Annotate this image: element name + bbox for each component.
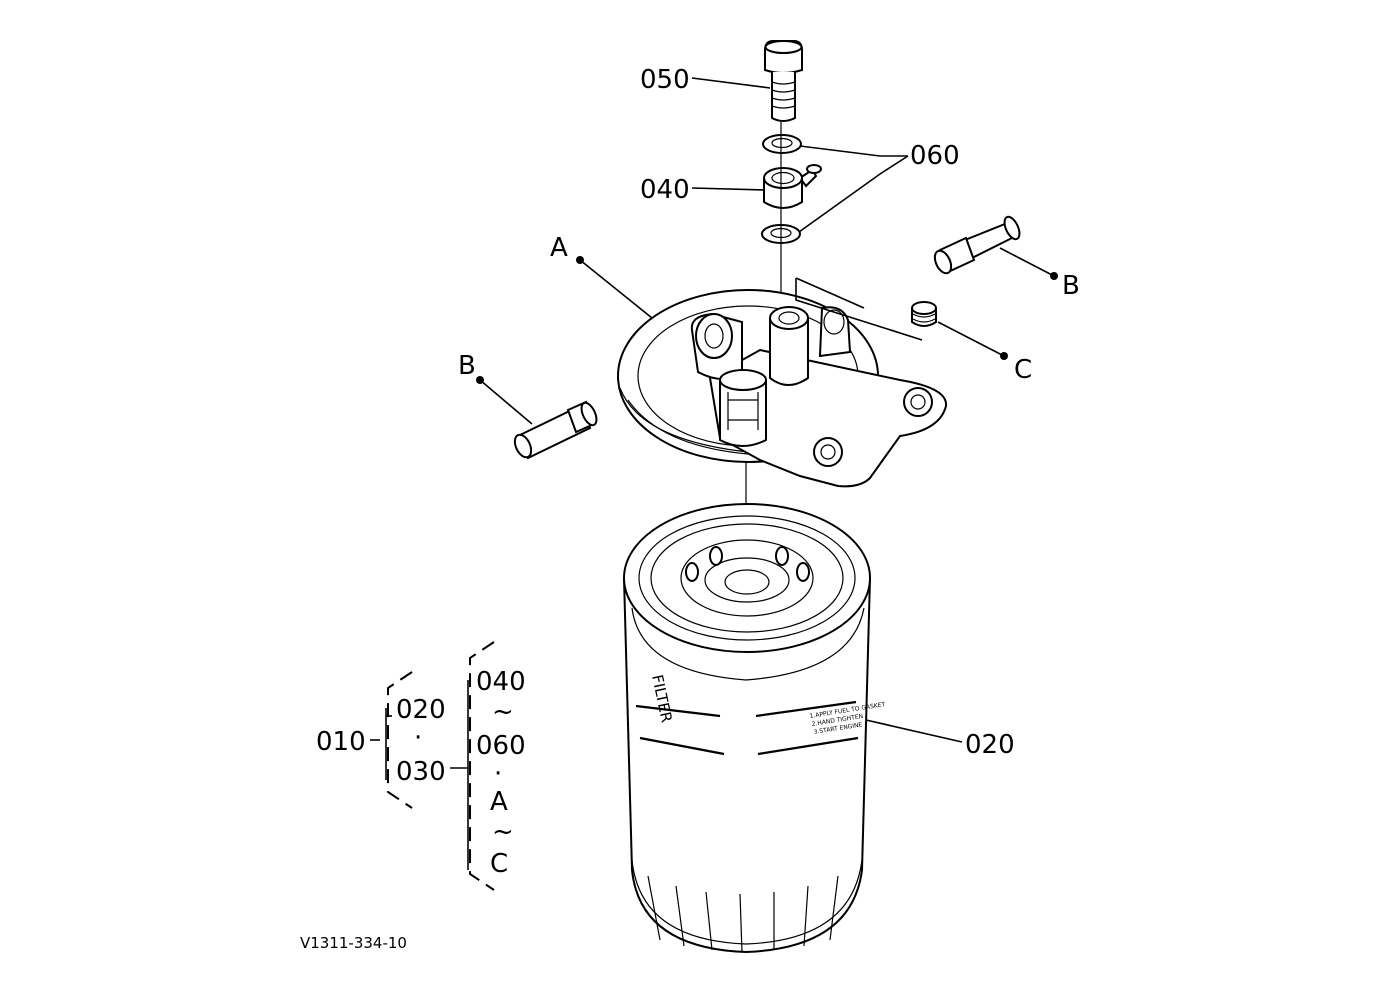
legend-c: C: [490, 849, 508, 879]
part-b-nipple-left: [513, 400, 598, 460]
part-a-filter-head: [617, 289, 948, 488]
legend-040: 040: [476, 667, 526, 697]
assembly-legend: 010 020 · 030 040 ~ 060 · A ~ C: [316, 641, 526, 891]
legend-a: A: [490, 787, 508, 817]
callout-020: 020: [965, 730, 1015, 760]
legend-020: 020: [396, 695, 446, 725]
legend-tilde-2: ~: [492, 817, 514, 847]
leader-lines: [479, 77, 1055, 743]
callout-b-right: B: [1062, 271, 1080, 301]
figure-id: V1311-334-10: [300, 934, 407, 952]
legend-060: 060: [476, 731, 526, 761]
legend-dot-2: ·: [494, 759, 502, 789]
callout-040: 040: [640, 175, 690, 205]
leader-dots: [476, 256, 1058, 384]
legend-030: 030: [396, 757, 446, 787]
part-c-plug: [911, 301, 937, 327]
part-060-washer-upper: [762, 134, 802, 154]
part-050-bolt: [764, 40, 803, 122]
part-b-nipple-right: [933, 215, 1021, 275]
legend-tilde-1: ~: [492, 697, 514, 727]
legend-dot-1: ·: [414, 723, 422, 753]
callout-c: C: [1014, 355, 1032, 385]
part-040-banjo-fitting: [763, 164, 822, 209]
callout-b-left: B: [458, 351, 476, 381]
callout-060: 060: [910, 141, 960, 171]
callout-050: 050: [640, 65, 690, 95]
callout-a: A: [550, 233, 568, 263]
legend-010: 010: [316, 727, 366, 757]
part-020-filter-cartridge: [623, 503, 871, 954]
